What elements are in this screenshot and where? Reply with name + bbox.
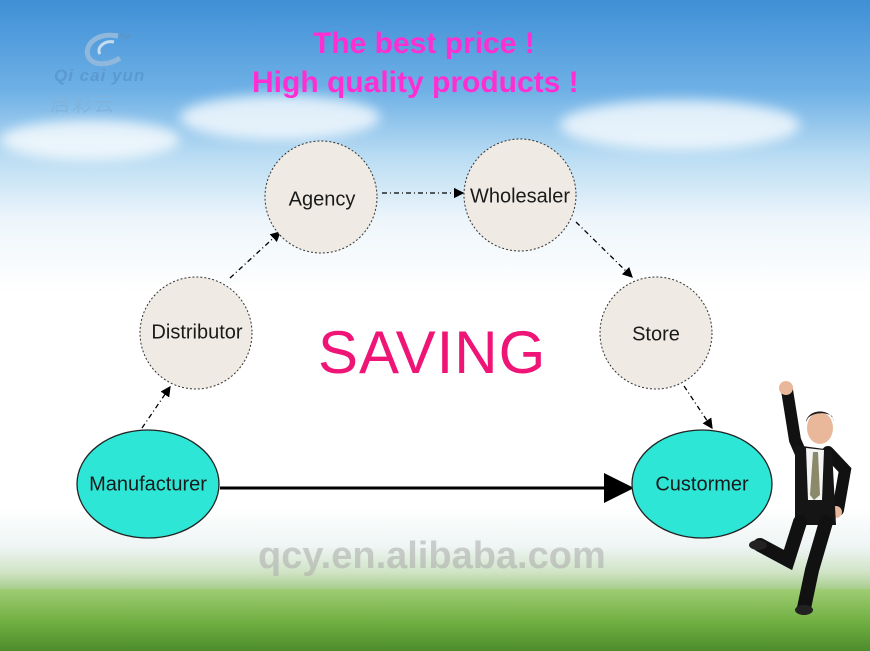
cloud: [180, 95, 380, 140]
grass-field: [0, 589, 870, 651]
saving-label: SAVING: [318, 319, 547, 386]
logo-hanzi-text: 启彩云: [50, 92, 116, 116]
qicaiyun-logo: TM Qi cai yun 启彩云: [40, 28, 180, 116]
node-wholesaler: [463, 138, 577, 252]
node-manufacturer: [76, 429, 220, 539]
node-customer: [631, 429, 773, 539]
label-customer: Custormer: [655, 473, 749, 496]
cloud: [0, 120, 180, 160]
label-distributor: Distributor: [151, 321, 243, 344]
logo-tm: TM: [120, 34, 131, 41]
arrow-store-to-customer: [683, 385, 713, 430]
arrow-wholesaler-to-store: [575, 221, 633, 278]
node-store: [599, 276, 713, 390]
label-wholesaler: Wholesaler: [469, 185, 571, 208]
headline-best-price: The best price !: [313, 27, 535, 60]
cloud: [560, 100, 800, 150]
node-agency: [264, 140, 378, 254]
label-manufacturer: Manufacturer: [89, 473, 207, 496]
label-agency: Agency: [288, 188, 356, 211]
arrow-distributor-to-agency: [229, 231, 281, 279]
logo-c-mark: [84, 32, 122, 67]
logo-latin-text: Qi cai yun: [54, 66, 146, 85]
arrow-manufacturer-to-distributor: [141, 385, 171, 429]
label-store: Store: [632, 323, 680, 346]
headline-high-quality: High quality products !: [252, 66, 579, 99]
node-distributor: [139, 276, 253, 390]
watermark-url: qcy.en.alibaba.com: [258, 535, 606, 577]
